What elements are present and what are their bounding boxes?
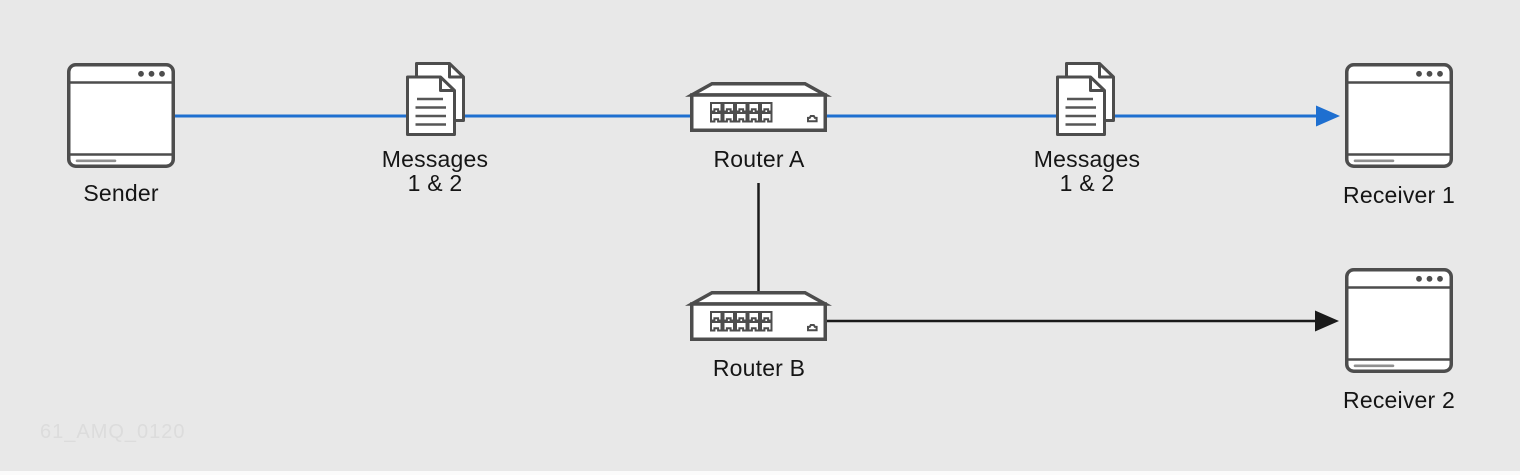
watermark-text: 61_AMQ_0120 bbox=[40, 421, 186, 443]
messages-left-documents-icon bbox=[406, 62, 465, 136]
messages-right-label: Messages 1 & 2 bbox=[1034, 147, 1140, 195]
messages-right-label-line2: 1 & 2 bbox=[1059, 170, 1115, 196]
messages-right-documents-icon bbox=[1056, 62, 1115, 136]
bottom-edge-strip bbox=[0, 471, 1520, 475]
router-b-icon bbox=[692, 293, 826, 340]
messages-left-label: Messages 1 & 2 bbox=[382, 147, 488, 195]
messages-left-label-line1: Messages bbox=[381, 146, 489, 172]
black-arrowhead-icon bbox=[1315, 310, 1339, 332]
sender-label: Sender bbox=[83, 180, 159, 206]
messages-left-label-line2: 1 & 2 bbox=[407, 170, 463, 196]
router-b-label: Router B bbox=[712, 355, 806, 381]
receiver1-window-icon bbox=[1345, 63, 1453, 168]
blue-arrowhead-icon bbox=[1316, 105, 1340, 127]
router-a-icon bbox=[692, 84, 826, 131]
receiver1-label: Receiver 1 bbox=[1343, 182, 1455, 208]
receiver2-label: Receiver 2 bbox=[1343, 387, 1455, 413]
messages-right-label-line1: Messages bbox=[1033, 146, 1141, 172]
sender-window-icon bbox=[67, 63, 175, 168]
router-a-label: Router A bbox=[713, 146, 805, 172]
receiver2-window-icon bbox=[1345, 268, 1453, 373]
